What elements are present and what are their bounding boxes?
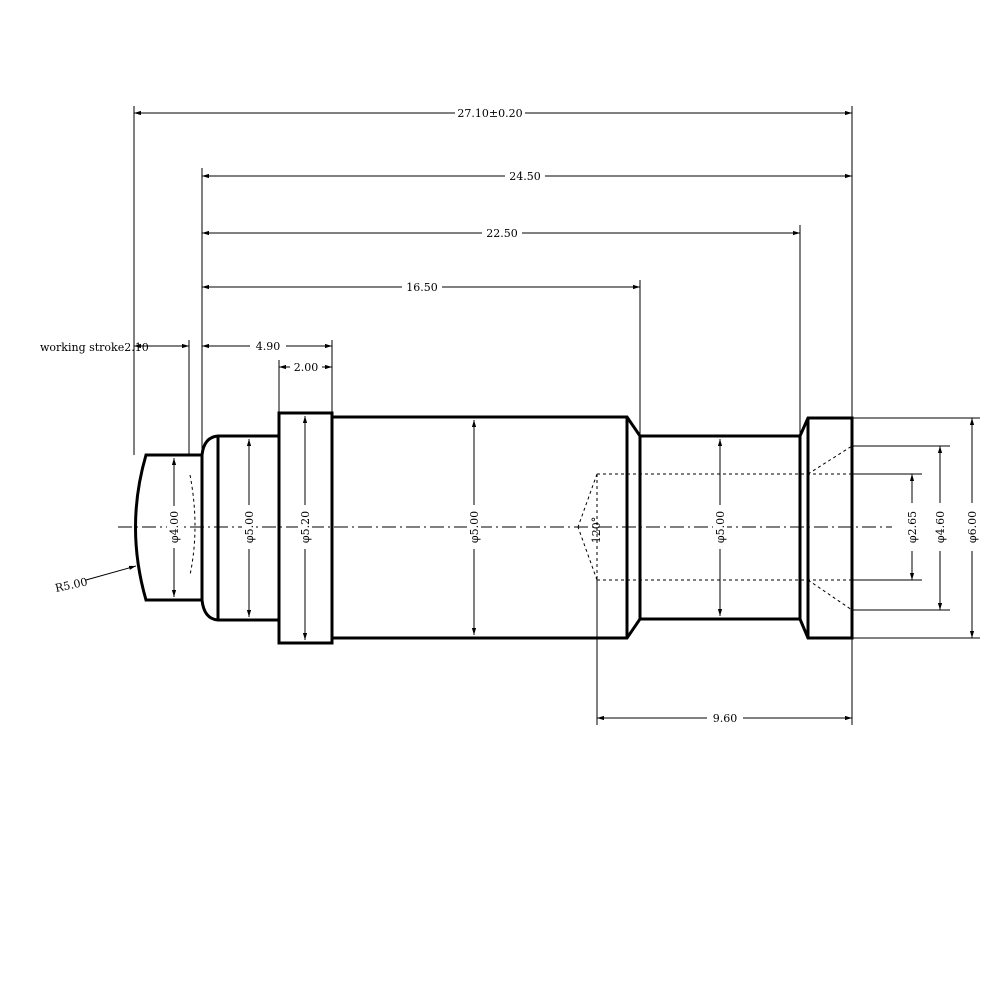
dia-bore-mid: φ4.60: [933, 446, 947, 610]
dim-2-00: 2.00: [279, 360, 332, 374]
dia-tip-label: φ4.00: [168, 511, 181, 543]
dia-bore-mid-label: φ4.60: [934, 511, 947, 543]
angle-label: 120°: [590, 517, 603, 544]
part-outline: [134, 411, 854, 645]
dim-16-50: 16.50: [202, 280, 640, 294]
dim-overall: 27.10±0.20: [134, 106, 852, 120]
dia-tip: φ4.00: [167, 458, 181, 597]
dim-9-60-label: 9.60: [713, 712, 738, 725]
dia-neck: φ5.00: [242, 439, 256, 617]
dim-working-stroke: working stroke2.10: [40, 341, 189, 354]
radius-label: R5.00: [54, 575, 89, 595]
dim-16-50-label: 16.50: [406, 281, 438, 294]
dia-shank-label: φ5.00: [714, 511, 727, 543]
angle-120: 120°: [590, 517, 603, 544]
dia-shank: φ5.00: [713, 439, 727, 616]
dim-9-60: 9.60: [597, 711, 852, 725]
dia-neck-label: φ5.00: [243, 511, 256, 543]
dia-collar: φ5.20: [298, 416, 312, 640]
dia-head: φ6.00: [965, 418, 979, 638]
working-stroke-label: working stroke2.10: [40, 341, 149, 354]
dim-22-50: 22.50: [202, 226, 800, 240]
dim-4-90: 4.90: [202, 339, 332, 353]
dia-body: φ5.00: [467, 420, 481, 635]
overall-label: 27.10±0.20: [457, 107, 522, 120]
dia-head-label: φ6.00: [966, 511, 979, 543]
stroke-arc: [189, 474, 196, 576]
dim-24-50: 24.50: [202, 169, 852, 183]
dia-bore-small: φ2.65: [905, 474, 919, 580]
radius-leader: R5.00: [54, 565, 137, 595]
dia-bore-small-label: φ2.65: [906, 511, 919, 543]
dia-collar-label: φ5.20: [299, 511, 312, 543]
hidden-bore: [577, 445, 853, 611]
dim-24-50-label: 24.50: [509, 170, 541, 183]
dim-4-90-label: 4.90: [256, 340, 281, 353]
dia-body-label: φ5.00: [468, 511, 481, 543]
dim-2-00-label: 2.00: [294, 361, 319, 374]
dim-22-50-label: 22.50: [486, 227, 518, 240]
